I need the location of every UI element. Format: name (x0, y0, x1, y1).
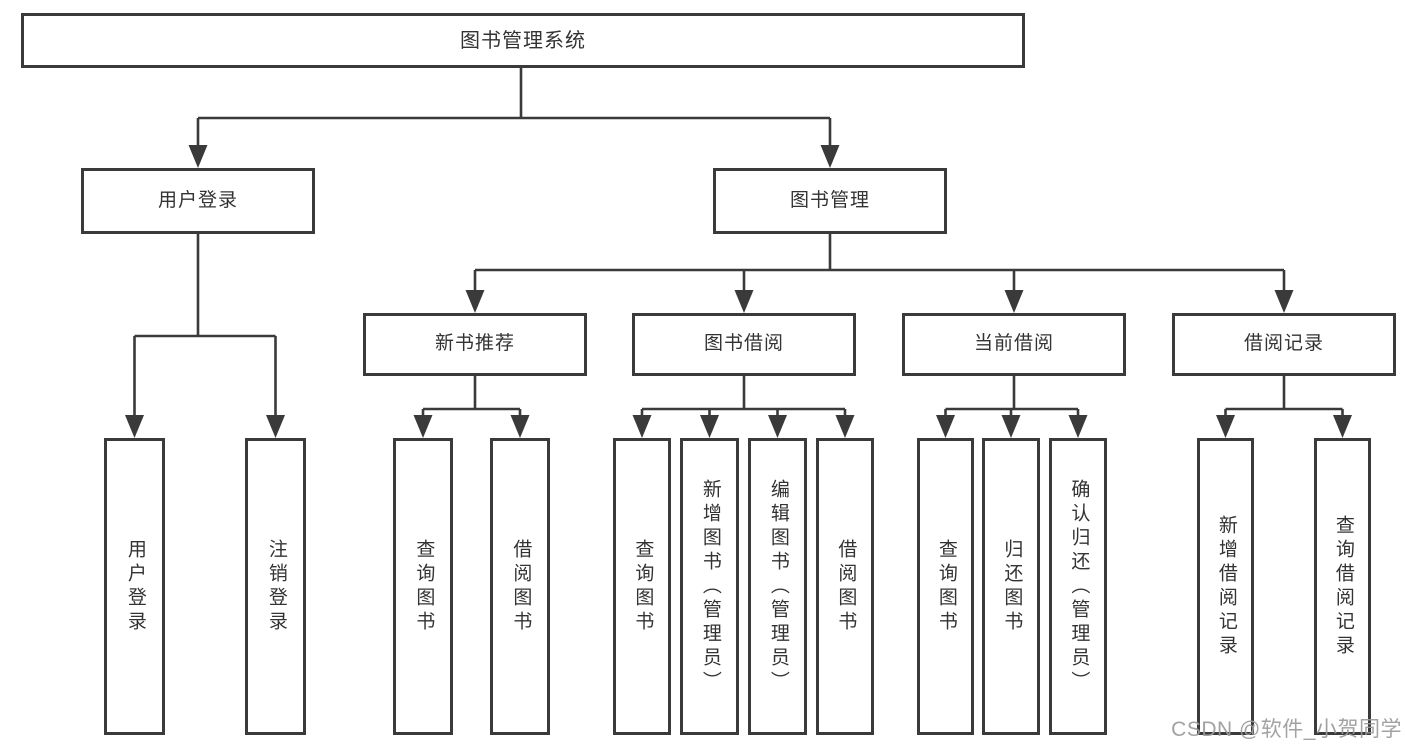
node-book-borrowing: 图书借阅 (632, 313, 856, 376)
node-borrowing-records: 借阅记录 (1172, 313, 1396, 376)
node-book-management: 图书管理 (713, 168, 947, 234)
node-user-login-branch: 用户登录 (81, 168, 315, 234)
node-borrow-books-borrowing: 借阅图书 (816, 438, 874, 735)
node-library-system: 图书管理系统 (21, 13, 1025, 68)
node-borrow-books-recommend: 借阅图书 (490, 438, 550, 735)
watermark: CSDN @软件_小贺同学 (1171, 718, 1402, 741)
node-return-books: 归还图书 (982, 438, 1040, 735)
node-new-book-recommendation: 新书推荐 (363, 313, 587, 376)
arrow-down-icons (125, 145, 1352, 438)
node-user-login-action: 用户登录 (104, 438, 165, 735)
node-edit-books-admin: 编辑图书（管理员） (748, 438, 807, 735)
node-logout-action: 注销登录 (245, 438, 306, 735)
node-query-books-borrowing: 查询图书 (613, 438, 671, 735)
node-query-borrow-record: 查询借阅记录 (1314, 438, 1371, 735)
node-add-borrow-record: 新增借阅记录 (1197, 438, 1254, 735)
node-confirm-return-admin: 确认归还（管理员） (1049, 438, 1107, 735)
node-query-books-recommend: 查询图书 (393, 438, 453, 735)
node-current-borrowing: 当前借阅 (902, 313, 1126, 376)
node-query-books-current: 查询图书 (917, 438, 974, 735)
node-add-books-admin: 新增图书（管理员） (680, 438, 739, 735)
